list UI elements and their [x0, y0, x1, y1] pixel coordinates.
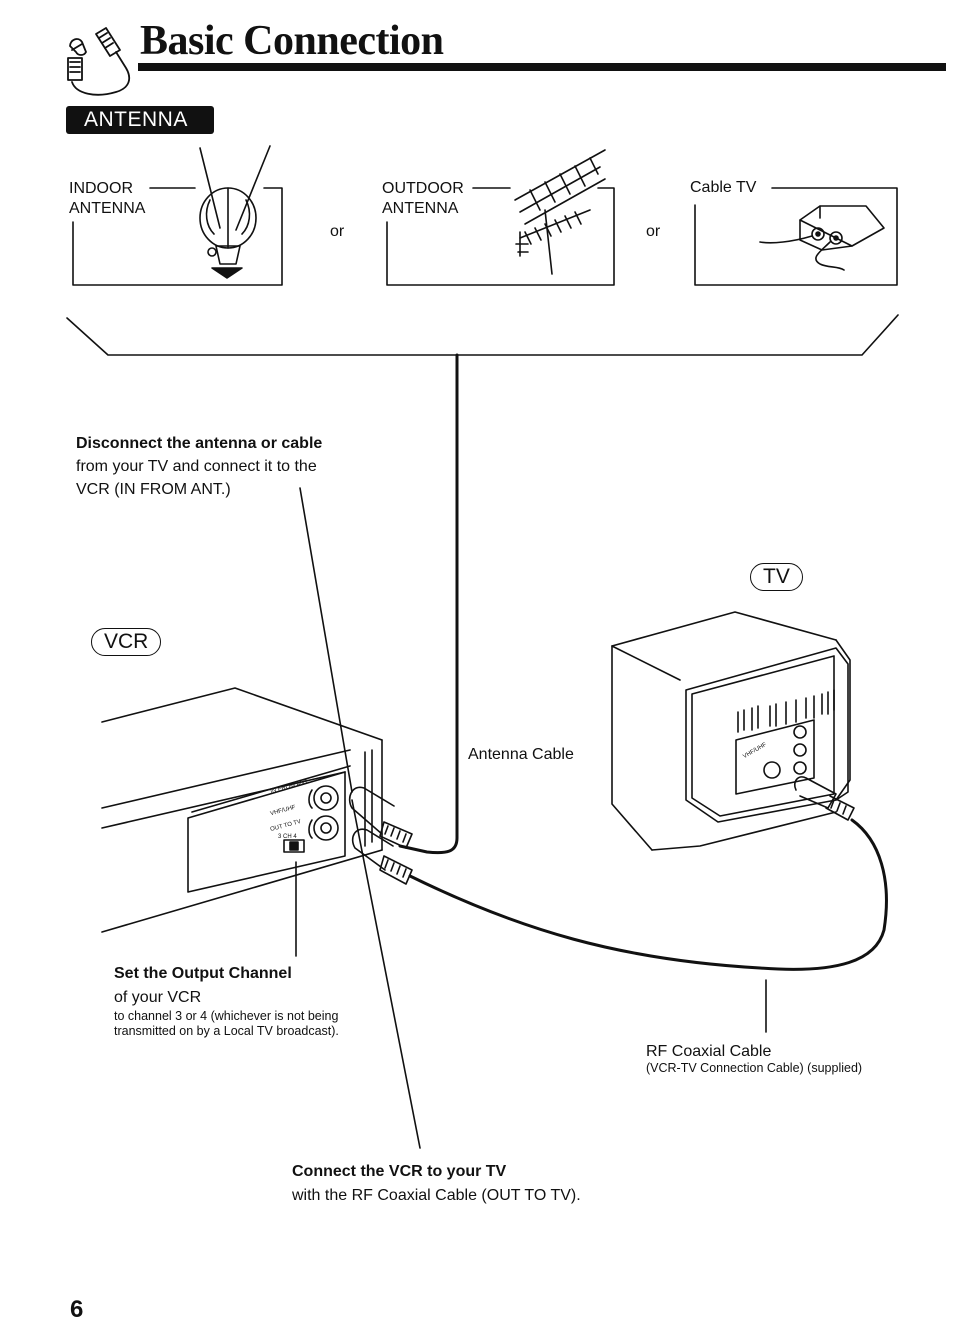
or-label-2: or [646, 223, 661, 240]
vcr-connectors [348, 786, 413, 885]
connect-line1: with the RF Coaxial Cable (OUT TO TV). [292, 1187, 581, 1204]
rf-cable-label: RF Coaxial Cable [646, 1043, 772, 1060]
connect-leader [351, 799, 421, 1149]
output-channel-note1: to channel 3 or 4 (whichever is not bein… [114, 1009, 339, 1023]
antenna-badge: ANTENNA [66, 106, 214, 134]
output-channel-line1: of your VCR [114, 989, 202, 1006]
disconnect-line1: from your TV and connect it to the [76, 458, 317, 475]
disconnect-heading: Disconnect the antenna or cable [76, 435, 323, 452]
disconnect-leader [299, 487, 353, 793]
page-title: Basic Connection [140, 18, 444, 64]
sources-brace [66, 314, 899, 356]
output-channel-note2: transmitted on by a Local TV broadcast). [114, 1024, 339, 1038]
indoor-label-line2: ANTENNA [69, 200, 146, 217]
outdoor-label-line2: ANTENNA [382, 200, 459, 217]
tv-label: TV [750, 563, 803, 591]
title-rule [138, 63, 946, 71]
connect-heading: Connect the VCR to your TV [292, 1163, 507, 1180]
outdoor-label-line1: OUTDOOR [382, 180, 464, 197]
antenna-cable-line [398, 353, 459, 855]
or-label-1: or [330, 223, 345, 240]
output-channel-heading: Set the Output Channel [114, 965, 292, 982]
indoor-antenna-frame [72, 187, 283, 286]
rf-coaxial-cable [408, 818, 888, 971]
tv-illustration [611, 611, 855, 851]
outdoor-antenna-frame [386, 187, 615, 286]
vcr-illustration [101, 687, 383, 933]
indoor-antenna-icon [199, 145, 271, 279]
antenna-cable-label: Antenna Cable [468, 746, 574, 763]
cable-plug-icon [67, 27, 131, 96]
cable-tv-box-icon [759, 205, 885, 271]
vcr-label: VCR [91, 628, 162, 656]
rf-cable-note: (VCR-TV Connection Cable) (supplied) [646, 1061, 863, 1075]
indoor-label-line1: INDOOR [69, 180, 133, 197]
disconnect-line2: VCR (IN FROM ANT.) [76, 481, 231, 498]
cable-tv-frame [694, 187, 898, 286]
vcr-channel-switch-label: 3 CH 4 [278, 834, 297, 840]
page-number: 6 [70, 1296, 84, 1323]
outdoor-antenna-icon [514, 149, 606, 275]
cable-tv-label: Cable TV [690, 179, 757, 196]
